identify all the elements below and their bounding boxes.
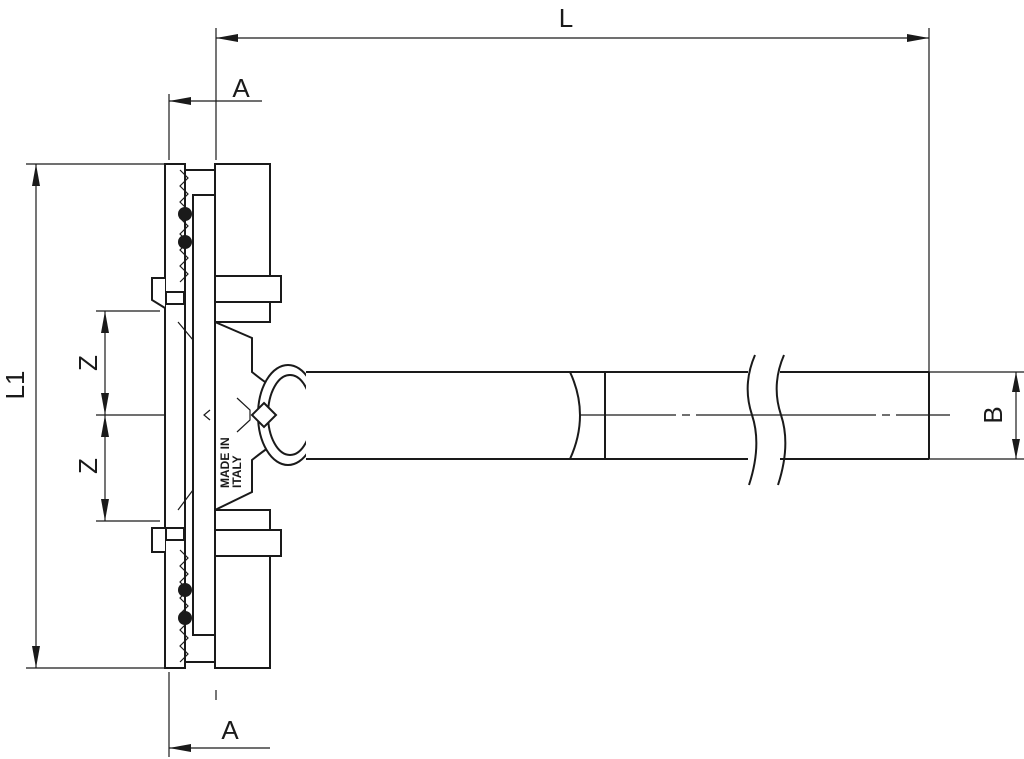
dimension-z: Z Z [73,310,160,522]
dimension-label-z-upper: Z [73,355,103,371]
o-ring-bottom-1 [178,583,192,597]
stamp-line-1: MADE IN [218,437,232,488]
dimension-a-top: A [168,73,262,160]
diamond-mark [250,401,278,429]
dimension-a-bottom: A [168,672,270,757]
dimension-label-a-bottom: A [221,715,239,745]
dimension-label-a-top: A [232,73,250,103]
o-ring-top-2 [178,235,192,249]
o-ring-bottom-2 [178,611,192,625]
made-in-italy-stamp: MADE IN ITALY [218,437,244,488]
o-ring-top-1 [178,207,192,221]
pipe-break-left [746,354,758,486]
dimension-l1: L1 [0,163,166,669]
dimension-label-b: B [978,406,1008,423]
dimension-label-z-lower: Z [73,458,103,474]
dimension-label-l1: L1 [0,371,30,400]
pipe-branch [306,354,930,486]
dimension-l: L [215,3,930,372]
tee-fitting: MADE IN ITALY [151,163,319,669]
dimension-b: B [929,371,1024,460]
pipe-break-right [775,354,787,486]
stamp-line-2: ITALY [230,455,244,488]
dimension-label-l: L [559,3,573,33]
